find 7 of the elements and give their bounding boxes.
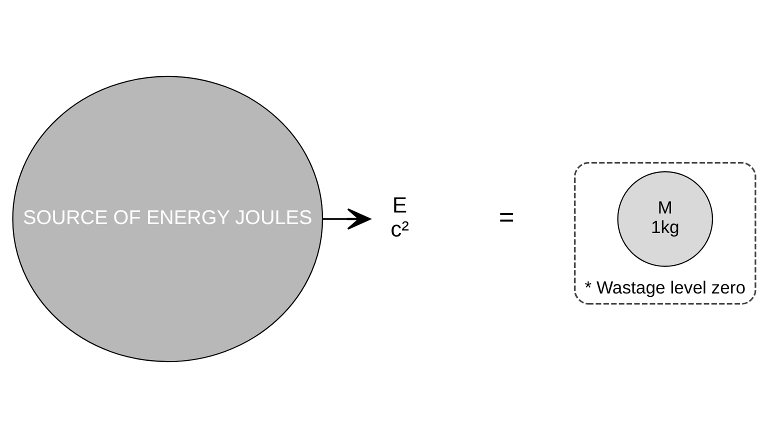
- label: =: [498, 202, 514, 232]
- cluster: [574, 162, 756, 305]
- node-label: * Wastage level zero: [584, 278, 746, 298]
- node-text: E c²: [390, 192, 409, 242]
- node-circle: SOURCE OF ENERGY JOULES: [12, 76, 324, 362]
- node-circle: M 1kg: [617, 171, 714, 267]
- arrow: [322, 208, 371, 230]
